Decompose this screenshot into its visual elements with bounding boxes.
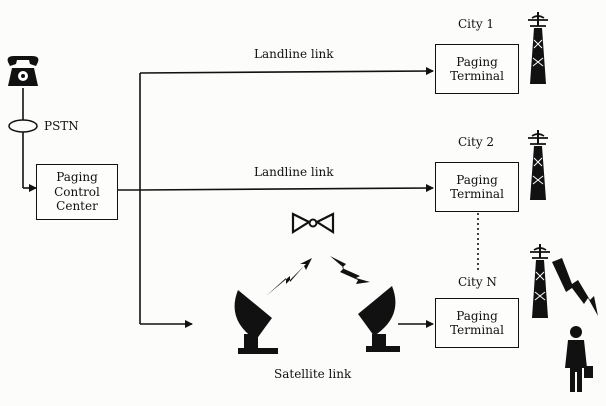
terminal-2-line-2: Terminal — [450, 187, 504, 201]
uplink-signal-icon — [266, 258, 312, 296]
landline-link-2-label: Landline link — [254, 165, 334, 179]
paging-terminal-city-n: Paging Terminal — [435, 298, 519, 348]
control-center-line-1: Paging — [56, 170, 98, 185]
paging-signal-icon — [552, 258, 598, 316]
satellite-icon — [291, 212, 335, 234]
terminal-n-line-2: Terminal — [450, 323, 504, 337]
paging-terminal-city-2: Paging Terminal — [435, 162, 519, 212]
control-center-line-3: Center — [56, 199, 98, 214]
city-2-label: City 2 — [458, 135, 495, 149]
uplink-dish-icon — [234, 290, 278, 354]
downlink-dish-icon — [358, 286, 400, 352]
terminal-1-line-2: Terminal — [450, 69, 504, 83]
terminal-1-line-1: Paging — [456, 54, 498, 69]
telephone-icon — [7, 56, 39, 86]
paging-control-center: Paging Control Center — [36, 164, 118, 220]
landline-2-arrow — [139, 184, 434, 193]
terminal-n-line-1: Paging — [456, 308, 498, 323]
radio-tower-icon — [528, 12, 548, 84]
city-n-label: City N — [458, 275, 497, 289]
satellite-link-label: Satellite link — [274, 367, 352, 381]
landline-1-arrow — [139, 67, 434, 76]
city-1-label: City 1 — [458, 17, 495, 31]
pstn-label: PSTN — [44, 119, 79, 133]
terminal-2-line-1: Paging — [456, 172, 498, 187]
radio-tower-icon — [528, 130, 548, 200]
radio-tower-icon — [530, 244, 550, 318]
pstn-cloud — [8, 119, 38, 133]
paging-terminal-city-1: Paging Terminal — [435, 44, 519, 94]
control-center-line-2: Control — [54, 184, 100, 199]
landline-link-1-label: Landline link — [254, 47, 334, 61]
downlink-signal-icon — [330, 256, 370, 284]
person-icon — [565, 326, 593, 392]
